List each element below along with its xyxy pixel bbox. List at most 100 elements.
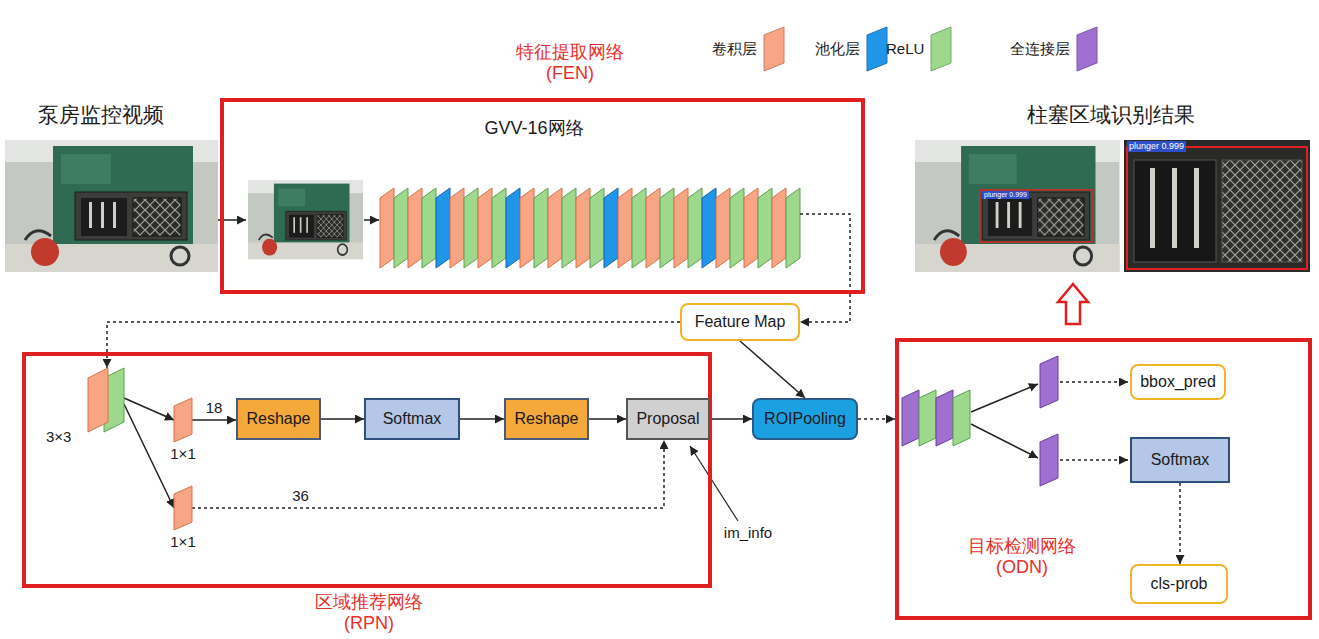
connector-arrow xyxy=(460,418,504,420)
box-label: Reshape xyxy=(514,409,578,428)
relu-layer-symbol xyxy=(394,188,408,268)
connector-arrow xyxy=(800,294,850,322)
connector-arrow xyxy=(124,398,174,420)
region-title: 特征提取网络 (FEN) xyxy=(505,42,635,83)
conv-layer-symbol xyxy=(576,188,590,268)
branch-arrow xyxy=(971,424,1038,458)
detection-tag: plunger 0.999 xyxy=(982,191,1029,199)
network-region-box: 特征提取网络 (FEN)GVV-16网络 xyxy=(220,98,865,294)
connector-arrow xyxy=(710,418,752,420)
legend-item: ReLU xyxy=(886,26,952,72)
relu-layer-symbol xyxy=(660,188,674,268)
conv-layer-symbol xyxy=(646,188,660,268)
channel-count: 18 xyxy=(204,399,225,417)
layer-shape xyxy=(174,486,192,530)
fc-layer-symbol xyxy=(1040,356,1058,408)
conv-layer-node: 1×1 xyxy=(174,398,192,442)
plunger-rod xyxy=(1150,168,1155,248)
video-caption: 泵房监控视频 xyxy=(38,102,164,127)
process-box: ROIPooling xyxy=(752,398,858,440)
conv-layer-symbol xyxy=(478,188,492,268)
output-box: cls-prob xyxy=(1130,564,1228,604)
box-label: Softmax xyxy=(383,409,442,428)
fc-layer-symbol xyxy=(902,390,919,446)
connector-arrow xyxy=(192,419,236,421)
conv-layer-symbol xyxy=(548,188,562,268)
legend-swatch-frame xyxy=(866,26,888,72)
result-caption: 柱塞区域识别结果 xyxy=(1027,102,1195,127)
output-box: bbox_pred xyxy=(1130,364,1226,400)
process-box: Reshape xyxy=(504,398,589,440)
detection-tag: plunger 0.999 xyxy=(1127,141,1186,152)
feature-map-box: Feature Map xyxy=(680,303,800,341)
relu-layer-symbol xyxy=(632,188,646,268)
box-label: Proposal xyxy=(636,409,699,428)
legend-swatch-frame xyxy=(1076,26,1098,72)
conv-layer-node: 1×1 xyxy=(174,486,192,530)
process-box: Reshape xyxy=(236,398,321,440)
box-label: Feature Map xyxy=(695,312,786,331)
plunger-rod xyxy=(1194,168,1199,248)
legend-swatch-frame xyxy=(763,26,785,72)
plunger-window xyxy=(1134,160,1216,262)
guard-lattice xyxy=(1222,160,1302,262)
connector-arrow xyxy=(1179,483,1181,564)
process-box: Softmax xyxy=(364,398,460,440)
pool-layer-symbol xyxy=(436,188,450,268)
legend-item: 池化层 xyxy=(815,26,888,72)
conv-layer-symbol xyxy=(408,188,422,268)
process-box: Softmax xyxy=(1130,437,1230,483)
relu-layer-symbol xyxy=(562,188,576,268)
relu-layer-symbol xyxy=(730,188,744,268)
input-label: im_info xyxy=(724,524,772,542)
connector-arrow xyxy=(858,418,895,420)
leader-arrow xyxy=(690,446,738,521)
conv-layer-symbol xyxy=(88,368,126,432)
network-name: GVV-16网络 xyxy=(484,118,583,140)
legend-text: 池化层 xyxy=(815,40,860,58)
kernel-size: 1×1 xyxy=(170,445,195,463)
detection-box xyxy=(980,190,1092,242)
vgg-layer-stack xyxy=(380,188,800,268)
pool-layer-symbol xyxy=(604,188,618,268)
box-label: Softmax xyxy=(1151,450,1210,469)
legend-swatch xyxy=(764,27,784,71)
conv-layer-symbol xyxy=(674,188,688,268)
region-title: 区域推荐网络 (RPN) xyxy=(304,592,434,633)
result-closeup-picture xyxy=(1124,140,1310,272)
relu-layer-symbol xyxy=(590,188,604,268)
conv-layer-symbol xyxy=(450,188,464,268)
relu-layer-symbol xyxy=(464,188,478,268)
conv-layer-symbol xyxy=(716,188,730,268)
legend-swatch xyxy=(1077,27,1097,71)
connector-arrow xyxy=(124,404,174,508)
input-frame-picture xyxy=(248,180,363,259)
input-arrow xyxy=(364,219,379,221)
guard-window xyxy=(1222,160,1302,262)
conv-layer-symbol xyxy=(174,486,192,530)
connector-arrow xyxy=(321,418,364,420)
connector-arrow xyxy=(589,418,626,420)
channel-count: 36 xyxy=(290,487,311,505)
legend-swatch xyxy=(867,27,887,71)
conv-layer-symbol xyxy=(380,188,394,268)
output-hollow-arrow xyxy=(1058,284,1088,324)
box-label: Reshape xyxy=(246,409,310,428)
pool-layer-symbol xyxy=(506,188,520,268)
process-box: Proposal xyxy=(626,398,710,440)
kernel-size: 1×1 xyxy=(170,533,195,551)
conv-layer-symbol xyxy=(772,188,786,268)
legend-item: 卷积层 xyxy=(712,26,785,72)
layer-shape xyxy=(174,398,192,442)
legend-text: ReLU xyxy=(886,40,924,58)
fc-layer-symbol xyxy=(1040,434,1058,486)
layer-shape xyxy=(88,368,108,432)
kernel-size: 3×3 xyxy=(46,428,71,446)
conv-layer-node: 3×3 xyxy=(88,368,126,432)
relu-layer-symbol xyxy=(534,188,548,268)
network-region-box: 区域推荐网络 (RPN)3×31×11×1ReshapeSoftmaxResha… xyxy=(22,352,712,588)
closeup-ground xyxy=(1124,140,1310,272)
